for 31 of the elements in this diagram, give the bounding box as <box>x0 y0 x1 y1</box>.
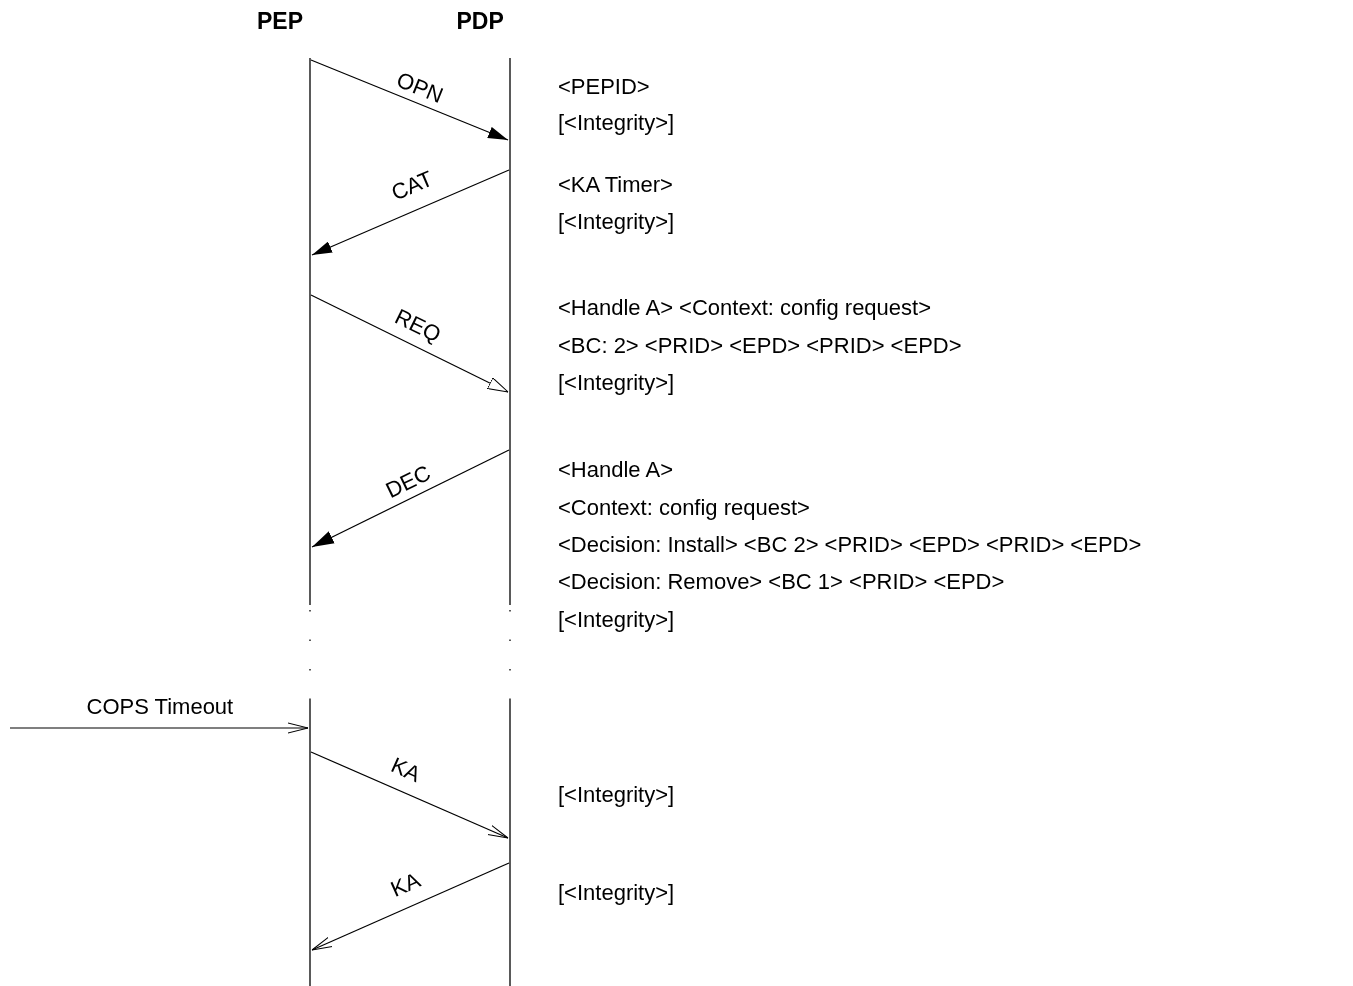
message-arrow <box>311 449 510 548</box>
message-parameters: <Handle A> <Context: config request> <box>558 295 932 321</box>
lifeline <box>509 58 511 986</box>
message-parameters: <Handle A> <box>558 457 673 483</box>
message-parameters: <PEPID> <box>558 74 650 100</box>
message-parameters: [<Integrity>] <box>558 782 675 808</box>
message-parameters: [<Integrity>] <box>558 370 675 396</box>
message-parameters: <Decision: Install> <BC 2> <PRID> <EPD> <PRID> <EPD> <box>558 532 1142 558</box>
message-arrow <box>311 169 510 256</box>
message-parameters: [<Integrity>] <box>558 880 675 906</box>
message-parameters: <Decision: Remove> <BC 1> <PRID> <EPD> <box>558 569 1005 595</box>
message-arrow <box>311 862 510 951</box>
message-label: DEC <box>380 460 436 504</box>
lifeline-header: PDP <box>456 8 504 35</box>
message-parameters: [<Integrity>] <box>558 110 675 136</box>
message-parameters: <Context: config request> <box>558 495 810 521</box>
message-label: CAT <box>386 165 438 207</box>
lifeline <box>309 58 311 986</box>
lifeline-header: PEP <box>257 8 304 35</box>
message-parameters: [<Integrity>] <box>558 607 675 633</box>
message-label: OPN <box>392 67 448 109</box>
message-parameters: <BC: 2> <PRID> <EPD> <PRID> <EPD> <box>558 333 962 359</box>
message-parameters: [<Integrity>] <box>558 209 675 235</box>
message-arrow <box>9 722 309 734</box>
message-label: KA <box>385 752 425 788</box>
message-label: KA <box>385 867 425 903</box>
message-arrow <box>310 294 509 393</box>
message-arrow <box>310 751 509 839</box>
message-parameters: <KA Timer> <box>558 172 673 198</box>
message-arrow <box>310 59 509 141</box>
message-label: REQ <box>390 303 446 349</box>
